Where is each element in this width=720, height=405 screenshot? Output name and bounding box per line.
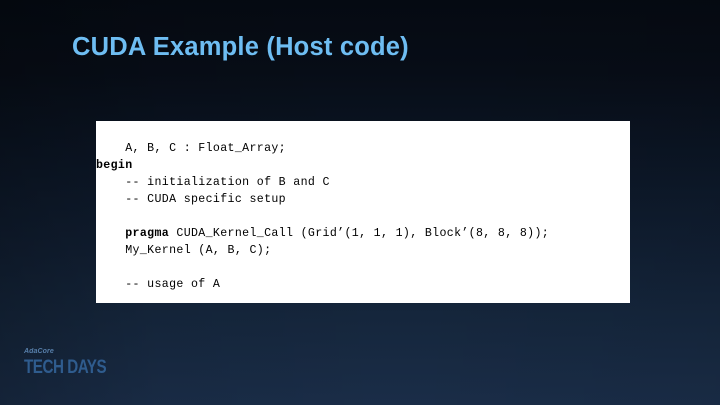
- code-line: -- usage of A: [96, 276, 549, 293]
- code-line: pragma CUDA_Kernel_Call (Grid’(1, 1, 1),…: [96, 225, 549, 242]
- code-text: -- initialization of B and C: [96, 176, 330, 189]
- code-text: -- usage of A: [96, 278, 221, 291]
- code-block-card: A, B, C : Float_Array;begin -- initializ…: [96, 121, 630, 303]
- code-line: -- initialization of B and C: [96, 174, 549, 191]
- code-text: -- CUDA specific setup: [96, 193, 286, 206]
- code-line: -- CUDA specific setup: [96, 191, 549, 208]
- code-line: A, B, C : Float_Array;: [96, 140, 549, 157]
- code-listing: A, B, C : Float_Array;begin -- initializ…: [96, 140, 549, 293]
- code-keyword: begin: [96, 159, 133, 172]
- code-keyword: pragma: [96, 227, 170, 240]
- code-line: begin: [96, 157, 549, 174]
- adacore-tech-days-logo: AdaCore TECH DAYS: [24, 347, 120, 385]
- code-text: My_Kernel (A, B, C);: [96, 244, 272, 257]
- code-text: CUDA_Kernel_Call (Grid’(1, 1, 1), Block’…: [169, 227, 550, 240]
- code-line: My_Kernel (A, B, C);: [96, 242, 549, 259]
- code-text: A, B, C : Float_Array;: [96, 142, 286, 155]
- page-title: CUDA Example (Host code): [72, 33, 409, 61]
- code-line: [96, 208, 549, 225]
- code-line: [96, 259, 549, 276]
- logo-tech-days-text: TECH DAYS: [24, 357, 107, 378]
- logo-brand-text: AdaCore: [24, 348, 54, 355]
